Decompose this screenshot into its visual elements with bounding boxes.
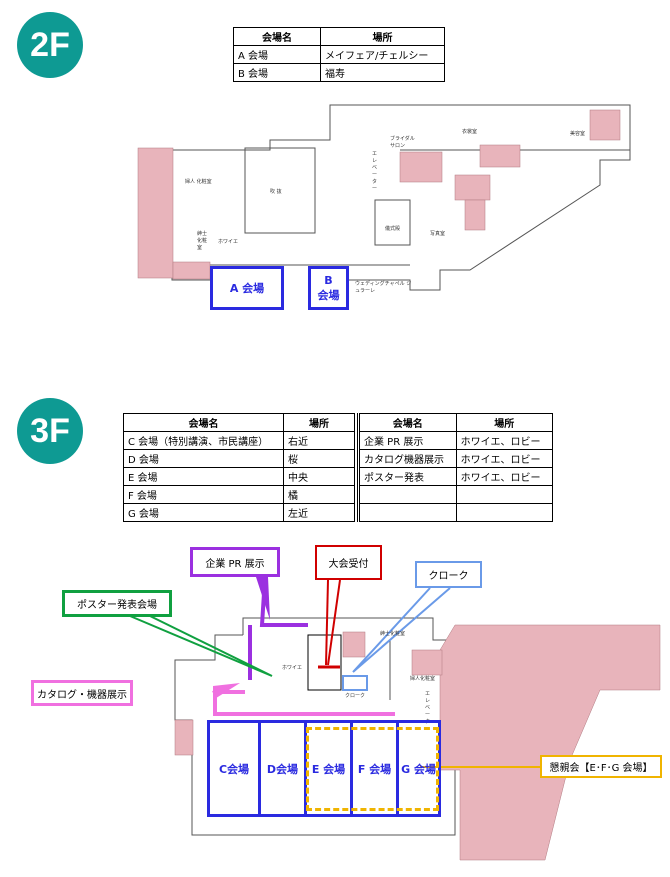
plan-label: 紳士 化粧室 — [197, 231, 208, 251]
venue-table-2f: 会場名場所 A 会場メイフェア/チェルシー B 会場福寿 — [233, 27, 445, 82]
callout-party: 懇親会【E･F･G 会場】 — [540, 755, 662, 778]
plan-label: 紳士化粧室 — [380, 631, 406, 637]
cell: 左近 — [283, 503, 355, 522]
room-g[interactable]: G 会場 — [401, 762, 436, 776]
cell: B 会場 — [233, 63, 321, 82]
plan-label: 吹 抜 — [270, 189, 282, 195]
room-d[interactable]: D会場 — [261, 723, 307, 814]
table-row: ポスター発表ホワイエ、ロビー — [358, 467, 554, 486]
plan-label: 儀式殿 — [385, 226, 401, 232]
cell — [455, 503, 554, 522]
floor-badge-3f: 3F — [17, 398, 83, 464]
room-a[interactable]: A 会場 — [210, 266, 284, 310]
callout-cloak: クローク — [415, 561, 482, 588]
plan-label: ホワイエ — [282, 665, 302, 671]
plan-label: ウェディングチャペル ジュラーレ — [355, 281, 412, 294]
hall-block — [207, 720, 441, 817]
venue-table-3f-left: 会場名場所 C 会場（特別講演、市民講座）右近 D 会場桜 E 会場中央 F 会… — [123, 413, 355, 522]
plan-label: 写真室 — [430, 231, 446, 237]
table-row: B 会場福寿 — [233, 63, 445, 82]
plan-label: 婦人化粧室 — [410, 676, 436, 682]
room-e[interactable]: E 会場 — [307, 723, 353, 814]
room-b-label: 会場 — [317, 288, 340, 302]
plan-label: ホワイエ — [218, 239, 238, 245]
table-row: C 会場（特別講演、市民講座）右近 — [123, 431, 355, 450]
table-row: G 会場左近 — [123, 503, 355, 522]
table-row: E 会場中央 — [123, 467, 355, 486]
plan-label: クローク — [345, 693, 366, 699]
plan-label: エレベーター — [372, 151, 378, 192]
plan-label: ブライダル サロン — [390, 136, 415, 149]
floor-badge-2f: 2F — [17, 12, 83, 78]
venue-table-3f-right: 会場名場所 企業 PR 展示ホワイエ、ロビー カタログ機器展示ホワイエ、ロビー … — [357, 413, 554, 522]
callout-reception: 大会受付 — [315, 545, 382, 580]
party-area-outline — [306, 727, 439, 811]
callout-pr-exhibit: 企業 PR 展示 — [190, 547, 280, 577]
plan-label: 衣裳室 — [462, 129, 478, 135]
table-row — [358, 503, 554, 522]
room-f[interactable]: F 会場 — [353, 723, 399, 814]
room-c[interactable]: C会場 — [210, 723, 261, 814]
callout-poster: ポスター発表会場 — [62, 590, 172, 617]
cell: 福寿 — [320, 63, 445, 82]
room-b-label: B — [324, 273, 333, 287]
plan-label: 婦人 化粧室 — [185, 179, 212, 185]
callout-catalog: カタログ・機器展示 — [31, 680, 133, 706]
plan-label: 美容室 — [570, 131, 586, 137]
